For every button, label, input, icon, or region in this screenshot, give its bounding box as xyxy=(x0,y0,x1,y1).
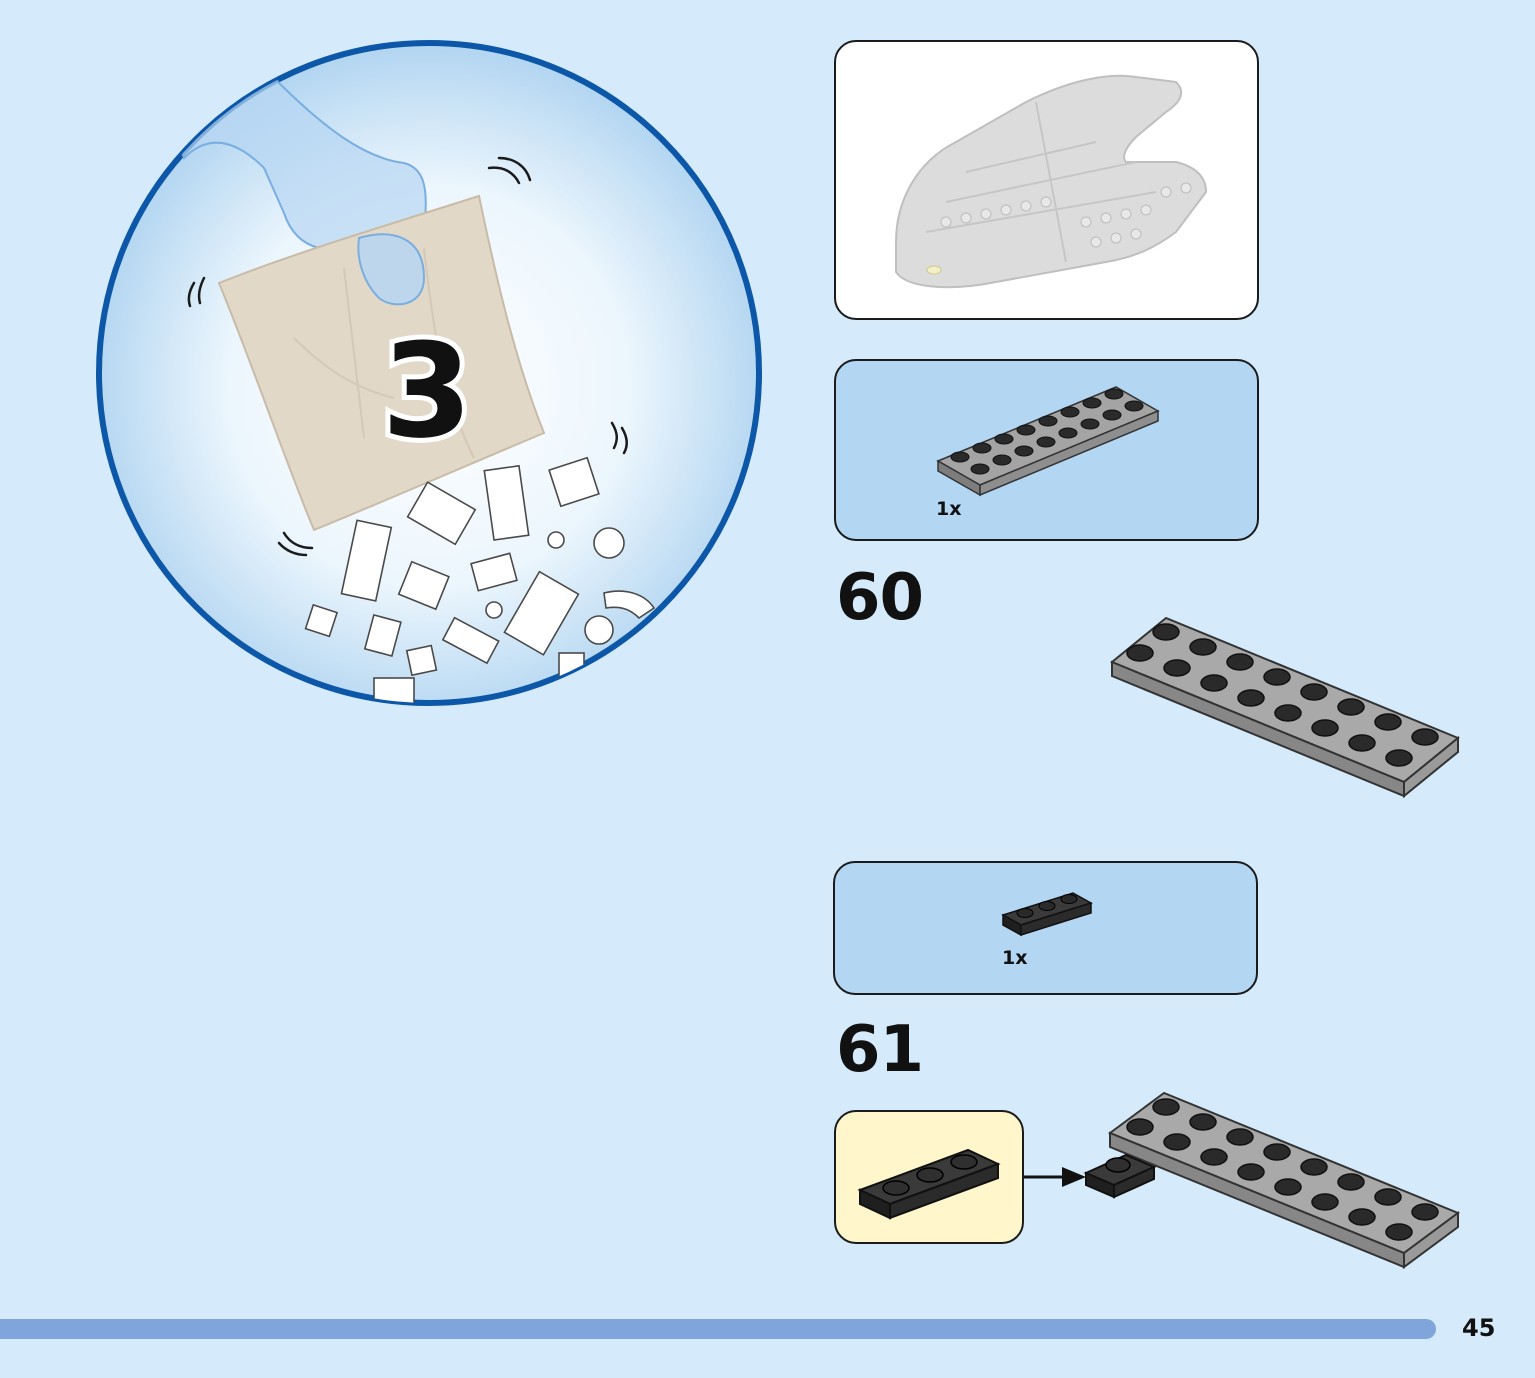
parts-list-step-60: 1x xyxy=(834,359,1259,541)
step-number-61: 61 xyxy=(836,1013,924,1087)
parts-list-step-61: 1x xyxy=(833,861,1258,995)
bag-number: 3 xyxy=(372,318,482,458)
plate-2x8-dark-gray-icon xyxy=(936,386,1160,497)
model-preview-panel xyxy=(834,40,1259,320)
step-61-assembly-icon xyxy=(1083,1091,1461,1269)
part-quantity: 1x xyxy=(1002,947,1028,969)
step-number-60: 60 xyxy=(836,561,924,635)
part-quantity: 1x xyxy=(936,498,962,520)
falling-bricks-icon xyxy=(304,456,656,703)
model-preview-icon xyxy=(895,74,1208,289)
bag-number-text: 3 xyxy=(382,318,472,458)
bag-3-illustration xyxy=(96,40,762,706)
step-60-plate-icon xyxy=(1110,616,1460,799)
page-number: 45 xyxy=(1462,1314,1496,1342)
plate-1x3-black-icon xyxy=(1001,892,1093,937)
paper-bag-icon xyxy=(217,194,546,532)
plate-1x3-black-callout-icon xyxy=(857,1148,1001,1220)
footer-progress-bar xyxy=(0,1319,1436,1339)
step-61-callout xyxy=(834,1110,1024,1244)
arrow-right-icon xyxy=(1024,1167,1086,1187)
